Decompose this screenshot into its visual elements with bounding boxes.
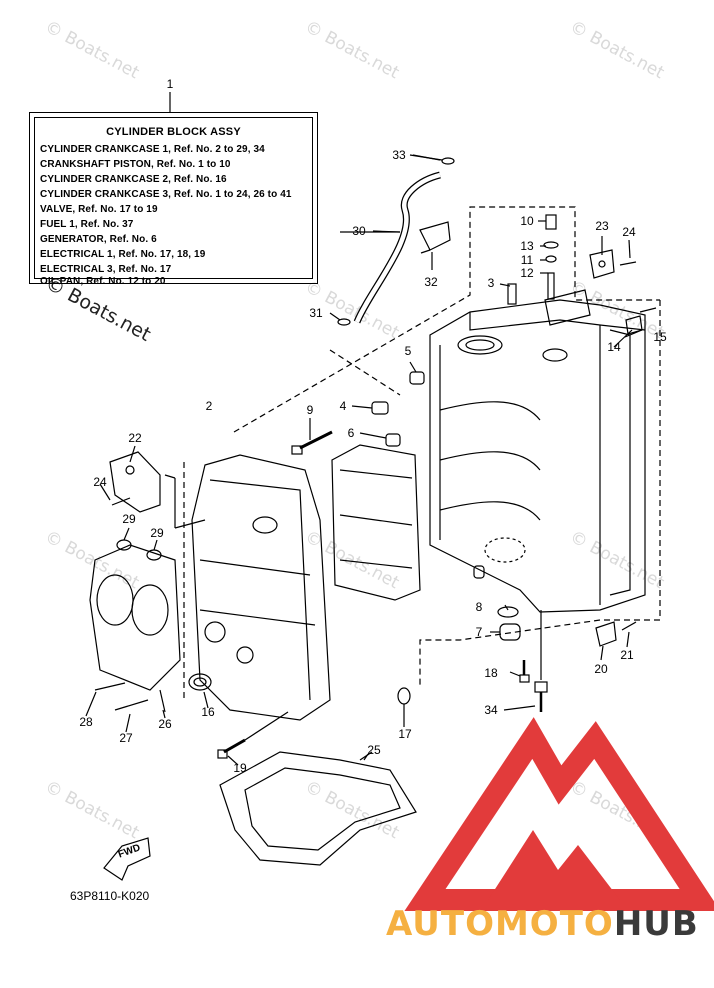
callout-29-right[interactable]: 29 xyxy=(150,526,164,540)
callout-4[interactable]: 4 xyxy=(339,399,347,413)
callout-8[interactable]: 8 xyxy=(475,600,483,614)
callout-19[interactable]: 19 xyxy=(233,761,247,775)
legend-row: ELECTRICAL 1, Ref. No. 17, 18, 19 xyxy=(40,249,206,260)
callout-28[interactable]: 28 xyxy=(79,715,93,729)
callout-24-left[interactable]: 24 xyxy=(93,475,107,489)
callout-34[interactable]: 34 xyxy=(484,703,498,717)
callout-22[interactable]: 22 xyxy=(128,431,142,445)
legend-title: CYLINDER BLOCK ASSY xyxy=(106,126,241,138)
callout-30[interactable]: 30 xyxy=(352,224,366,238)
brand-wordmark: AUTOMOTOHUB xyxy=(386,904,699,944)
legend-row: CYLINDER CRANKCASE 2, Ref. No. 16 xyxy=(40,174,227,185)
brand-wordmark-part-a: AUTOMOTO xyxy=(386,904,614,944)
legend-frame: CYLINDER BLOCK ASSY CYLINDER CRANKCASE 1… xyxy=(34,117,313,287)
callout-25[interactable]: 25 xyxy=(367,743,381,757)
callout-7[interactable]: 7 xyxy=(475,625,483,639)
legend-row: FUEL 1, Ref. No. 37 xyxy=(40,219,134,230)
callout-27[interactable]: 27 xyxy=(119,731,133,745)
legend-row: VALVE, Ref. No. 17 to 19 xyxy=(40,204,158,215)
callout-6[interactable]: 6 xyxy=(347,426,355,440)
callout-14[interactable]: 14 xyxy=(607,340,621,354)
brand-logo-mark xyxy=(404,717,714,911)
legend-row: ELECTRICAL 3, Ref. No. 17 xyxy=(40,264,172,275)
callout-18[interactable]: 18 xyxy=(484,666,498,680)
callout-20[interactable]: 20 xyxy=(594,662,608,676)
callout-1[interactable]: 1 xyxy=(166,77,174,91)
callout-23[interactable]: 23 xyxy=(595,219,609,233)
callout-5[interactable]: 5 xyxy=(404,344,412,358)
callout-31[interactable]: 31 xyxy=(309,306,323,320)
callout-2[interactable]: 2 xyxy=(205,399,213,413)
brand-wordmark-part-b: HUB xyxy=(613,904,699,944)
callout-13[interactable]: 13 xyxy=(520,239,534,253)
callout-21[interactable]: 21 xyxy=(620,648,634,662)
callout-17[interactable]: 17 xyxy=(398,727,412,741)
callout-24[interactable]: 24 xyxy=(622,225,636,239)
callout-33[interactable]: 33 xyxy=(392,148,406,162)
callout-16[interactable]: 16 xyxy=(201,705,215,719)
diagram-part-code: 63P8110-K020 xyxy=(70,889,150,903)
legend-row: CRANKSHAFT PISTON, Ref. No. 1 to 10 xyxy=(40,159,231,170)
callout-10[interactable]: 10 xyxy=(520,214,534,228)
callout-32[interactable]: 32 xyxy=(424,275,438,289)
legend-row: CYLINDER CRANKCASE 1, Ref. No. 2 to 29, … xyxy=(40,144,265,155)
callout-12[interactable]: 12 xyxy=(520,266,534,280)
legend-row: CYLINDER CRANKCASE 3, Ref. No. 1 to 24, … xyxy=(40,189,292,200)
legend-row: OIL PAN, Ref. No. 12 to 20 xyxy=(40,276,166,287)
callout-9[interactable]: 9 xyxy=(306,403,314,417)
callout-3[interactable]: 3 xyxy=(487,276,495,290)
callout-29-left[interactable]: 29 xyxy=(122,512,136,526)
callout-11[interactable]: 11 xyxy=(520,253,534,267)
callout-15[interactable]: 15 xyxy=(653,330,667,344)
legend-row: GENERATOR, Ref. No. 6 xyxy=(40,234,157,245)
callout-26[interactable]: 26 xyxy=(158,717,172,731)
assembly-legend: CYLINDER BLOCK ASSY CYLINDER CRANKCASE 1… xyxy=(29,112,318,287)
